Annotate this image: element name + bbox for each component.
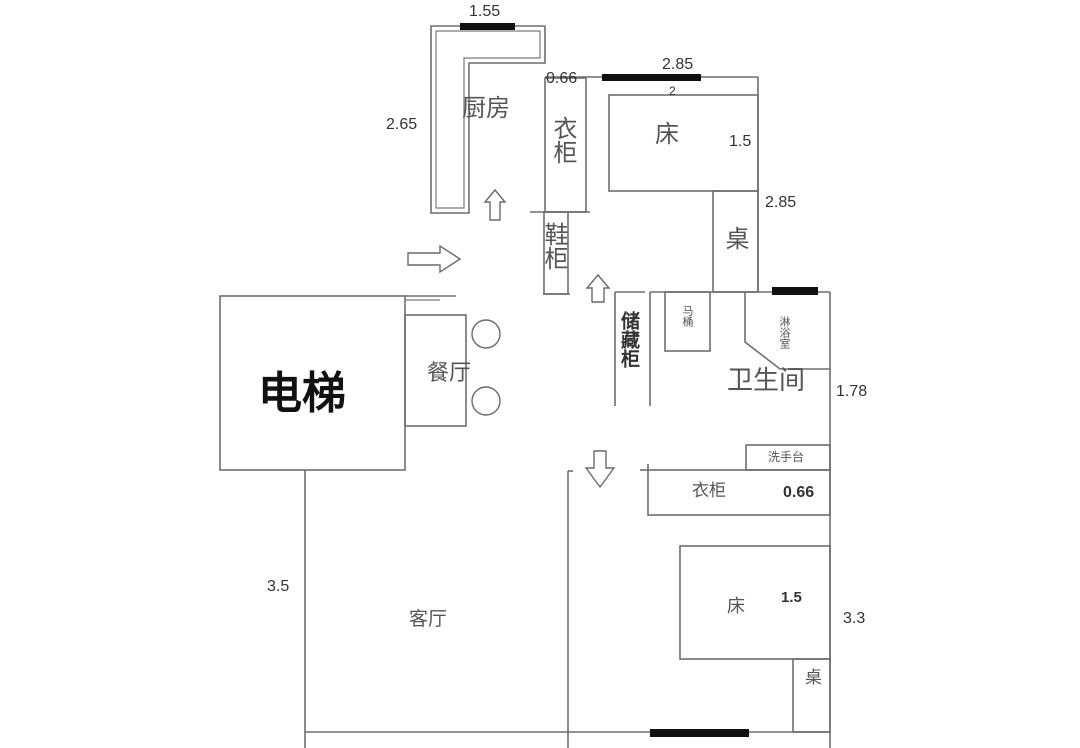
dim-bed-top-width: 1.5	[729, 133, 752, 150]
bed-top-label: 床	[655, 120, 679, 148]
shoe-cabinet-label: 鞋柜	[540, 222, 568, 270]
desk-top-label: 桌	[721, 226, 749, 250]
elevator-label: 电梯	[258, 368, 346, 419]
dining-table	[404, 314, 467, 427]
toilet-label: 马桶	[681, 305, 694, 327]
arrow-up-icon	[483, 188, 507, 221]
living-label: 客厅	[409, 608, 448, 630]
dim-bedroom-top-length: 2.85	[765, 194, 797, 211]
dim-bathroom-length: 1.78	[836, 383, 868, 400]
bedroom-bottom-window	[650, 729, 749, 737]
dim-bed-top-length: 2	[669, 84, 676, 98]
toilet	[664, 291, 711, 352]
chair-2	[471, 386, 501, 416]
bathroom-window	[772, 287, 818, 295]
storage-label: 储藏柜	[618, 311, 640, 368]
dim-bedroom-bottom-length: 3.3	[843, 610, 866, 627]
arrow-up-icon-2	[585, 273, 611, 303]
bedroom-top-window	[602, 74, 701, 81]
dim-kitchen-length: 2.65	[386, 116, 418, 133]
wardrobe-top-label: 衣柜	[549, 116, 577, 164]
dining-label: 餐厅	[427, 361, 472, 386]
desk-bottom-label: 桌	[805, 668, 822, 688]
arrow-down-icon	[584, 450, 616, 489]
bed-bottom-label: 床	[727, 596, 745, 617]
shower-label: 淋浴室	[778, 316, 791, 349]
bathroom-label: 卫生间	[727, 366, 806, 396]
wardrobe-bottom	[647, 469, 831, 516]
bed-bottom	[679, 545, 831, 660]
kitchen-label: 厨房	[462, 94, 510, 122]
chair-1	[471, 319, 501, 349]
wardrobe-bottom-label: 衣柜	[692, 481, 726, 501]
kitchen-window	[460, 23, 515, 30]
arrow-right-icon	[407, 244, 462, 274]
dim-wardrobe-bottom-depth: 0.66	[783, 484, 815, 501]
basin-label: 洗手台	[768, 450, 805, 464]
dim-bedroom-top-width: 2.85	[662, 56, 694, 73]
shower	[744, 292, 830, 370]
dim-living-length: 3.5	[267, 578, 290, 595]
dim-wardrobe-top-depth: 0.66	[546, 70, 578, 87]
dim-bed-bottom-width: 1.5	[781, 589, 802, 606]
kitchen-counter	[430, 25, 546, 214]
bed-top	[608, 94, 759, 192]
dim-kitchen-width: 1.55	[469, 3, 501, 20]
